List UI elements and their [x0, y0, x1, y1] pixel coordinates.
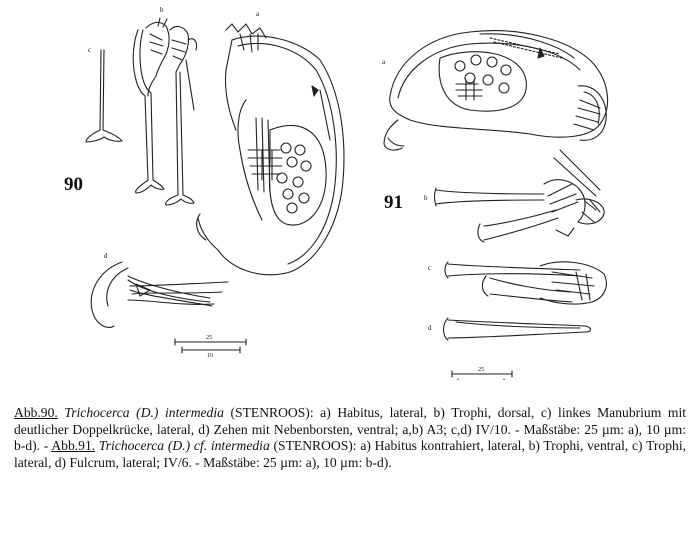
fig90-c-manubrium-drawing: [85, 49, 123, 143]
fig91-label-c: c: [428, 264, 431, 272]
caption-species-91: Trichocerca (D.) cf. intermedia: [98, 438, 270, 454]
caption-species-90: Trichocerca (D.) intermedia: [64, 405, 224, 420]
fig90-number: 90: [64, 174, 83, 195]
figure-plate: 90 91 a b c d a b c d 25 10 25 10: [64, 6, 609, 380]
fig91-label-a: a: [382, 58, 386, 66]
fig90-label-c: c: [88, 46, 91, 54]
fig91-c-trophi-drawing: [444, 261, 607, 305]
fig91-scale-label-top: 25: [478, 367, 484, 373]
fig90-label-d: d: [104, 252, 108, 260]
fig90-label-a: a: [256, 10, 260, 18]
fig90-scale-label-top: 25: [206, 335, 212, 341]
caption-abb90-label: Abb.90.: [14, 405, 58, 420]
fig90-scale-label-bottom: 10: [207, 353, 213, 359]
fig91-a-habitus-drawing: [383, 30, 609, 151]
fig91-label-b: b: [424, 194, 428, 202]
caption-abb91-label: Abb.91.: [51, 438, 96, 454]
figure-caption: Abb.90. Trichocerca (D.) intermedia (STE…: [14, 405, 686, 471]
fig91-d-fulcrum-drawing: [442, 317, 592, 341]
fig90-b-trophi-drawing: [132, 17, 198, 206]
fig90-scale-bar: [174, 338, 247, 354]
fig91-b-trophi-drawing: [433, 149, 605, 243]
fig91-scale-bar: [451, 370, 513, 380]
caption-text-90: (STENROOS): a) Habitus, lateral, b) Trop…: [14, 405, 686, 454]
caption-text-91: (STENROOS): a) Habitus kontrahiert, late…: [14, 438, 686, 470]
fig91-label-d: d: [428, 324, 432, 332]
fig90-d-toes-drawing: [90, 261, 229, 328]
figure-plate-drawing: 90 91 a b c d a b c d 25 10 25 10: [64, 6, 609, 380]
fig90-a-habitus-drawing: [196, 23, 345, 276]
fig91-number: 91: [384, 192, 403, 213]
fig90-label-b: b: [160, 6, 164, 14]
